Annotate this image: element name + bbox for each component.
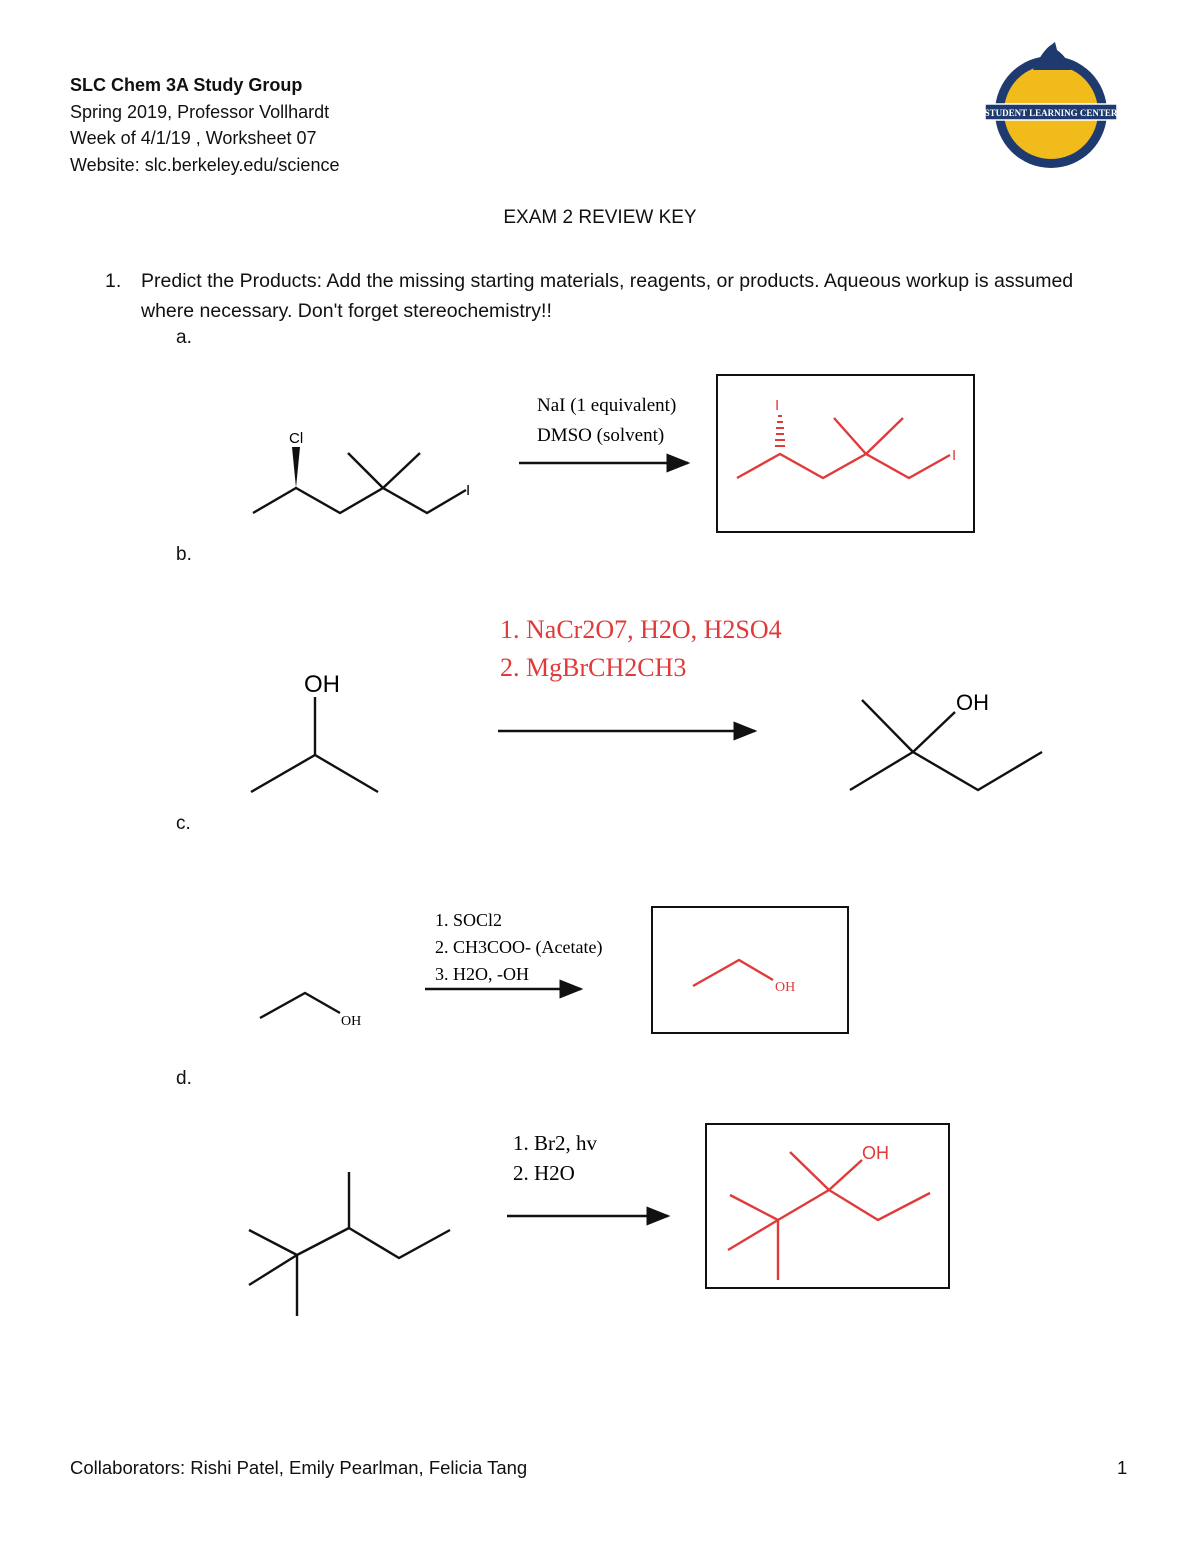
- reagent-line: 2. CH3COO- (Acetate): [435, 937, 602, 958]
- oh-label: OH: [304, 671, 340, 698]
- wedge-bond: [292, 447, 300, 488]
- oh-label: OH: [956, 690, 989, 715]
- term: Spring 2019, Professor Vollhardt: [70, 101, 330, 122]
- product-c: [692, 958, 774, 988]
- reagent-line: 2. MgBrCH2CH3: [500, 653, 686, 682]
- starting-material-d: [248, 1172, 451, 1316]
- reagent-line: 2. H2O: [513, 1161, 575, 1185]
- hashed-bond: [775, 415, 785, 447]
- svg-text:STUDENT LEARNING CENTER: STUDENT LEARNING CENTER: [985, 108, 1118, 118]
- reaction-c: OH 1. SOCl2 2. CH3COO- (Acetate) 3. H2O,…: [259, 906, 849, 1034]
- group-name: SLC Chem 3A Study Group: [70, 75, 303, 95]
- i-label: I: [952, 447, 956, 464]
- product-b: [849, 699, 1043, 792]
- footer-collaborators: Collaborators: Rishi Patel, Emily Pearlm…: [70, 1457, 528, 1478]
- oh-label: OH: [862, 1143, 889, 1163]
- header: SLC Chem 3A Study Group Spring 2019, Pro…: [70, 72, 339, 178]
- reaction-a: Cl I NaI (1 equivalent) DMSO (solvent) I…: [252, 374, 975, 533]
- part-a-label: a.: [176, 327, 192, 348]
- reaction-d: 1. Br2, hv 2. H2O OH: [248, 1123, 950, 1316]
- starting-material-a: [252, 486, 467, 515]
- i-label: I: [466, 482, 470, 499]
- part-d-label: d.: [176, 1068, 192, 1089]
- starting-material-b: [250, 753, 379, 794]
- question-text: Predict the Products: Add the missing st…: [141, 270, 1074, 322]
- question-1: 1. Predict the Products: Add the missing…: [105, 266, 1105, 326]
- page-title: EXAM 2 REVIEW KEY: [503, 207, 697, 228]
- answer-box: [716, 374, 975, 533]
- product-a: [736, 452, 951, 480]
- part-b-label: b.: [176, 544, 192, 565]
- cl-label: Cl: [289, 430, 303, 447]
- reagent-line: 3. H2O, -OH: [435, 964, 529, 984]
- answer-box: [705, 1123, 950, 1289]
- reagent-line: 1. SOCl2: [435, 910, 502, 930]
- oh-label: OH: [775, 980, 795, 995]
- reaction-b: OH 1. NaCr2O7, H2O, H2SO4 2. MgBrCH2CH3 …: [250, 615, 1043, 794]
- website: Website: slc.berkeley.edu/science: [70, 154, 340, 175]
- week: Week of 4/1/19 , Worksheet 07: [70, 128, 317, 148]
- reagent-line: NaI (1 equivalent): [537, 395, 676, 416]
- i-label: I: [775, 397, 779, 414]
- reagent-line: DMSO (solvent): [537, 425, 664, 446]
- answer-box: [651, 906, 849, 1034]
- question-number: 1.: [105, 270, 122, 292]
- product-d: [727, 1151, 931, 1280]
- page-number: 1: [1117, 1457, 1128, 1478]
- oh-label: OH: [341, 1014, 361, 1029]
- starting-material-c: [259, 991, 341, 1020]
- reagent-line: 1. Br2, hv: [513, 1131, 598, 1155]
- reagent-line: 1. NaCr2O7, H2O, H2SO4: [500, 615, 782, 644]
- student-learning-center-logo: STUDENT LEARNING CENTER: [984, 42, 1118, 168]
- part-c-label: c.: [176, 813, 191, 834]
